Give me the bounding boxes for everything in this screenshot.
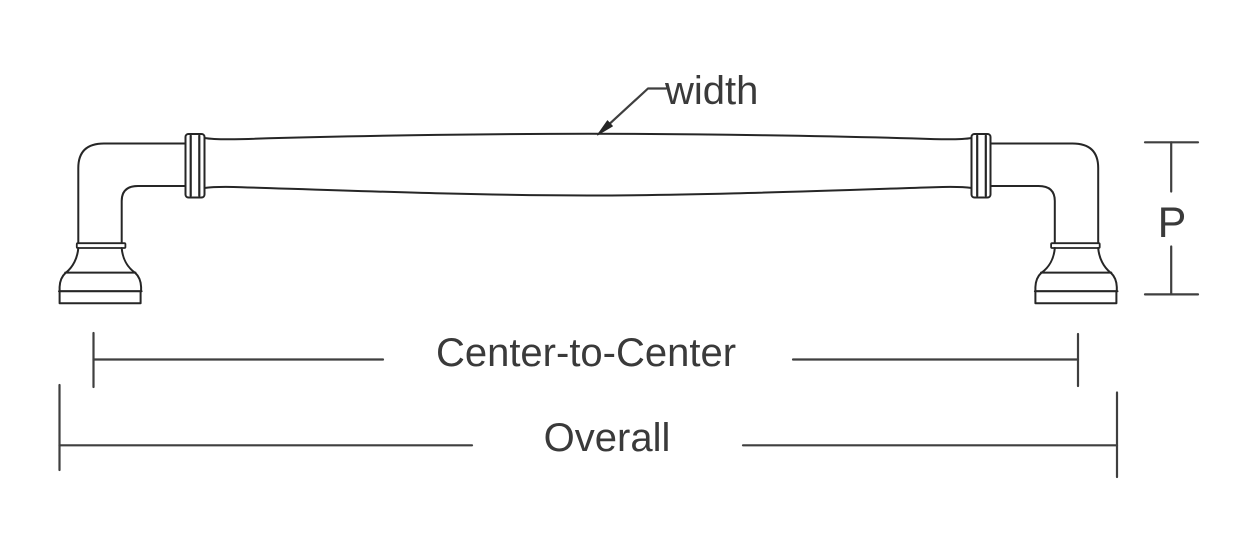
overall-dimension xyxy=(58,383,1119,479)
center-to-center-dimension xyxy=(92,331,1080,389)
right-foot xyxy=(1033,242,1119,305)
left-foot-lower-flare xyxy=(58,271,143,293)
center-to-center-label: Center-to-Center xyxy=(435,331,737,375)
right-post-outer-edge xyxy=(989,142,1100,245)
width-label: width xyxy=(665,69,759,113)
left-foot-ring xyxy=(75,242,127,249)
right-collar xyxy=(970,133,992,199)
left-post-outer-edge xyxy=(77,142,187,245)
overall-label: Overall xyxy=(543,416,671,460)
right-foot-base xyxy=(1034,290,1118,305)
projection-dimension xyxy=(1143,141,1200,296)
right-foot-ring xyxy=(1050,242,1101,249)
handle-outline xyxy=(58,132,1119,305)
right-foot-lower-flare xyxy=(1033,271,1119,293)
left-post-inner-edge xyxy=(120,185,187,245)
left-foot-base xyxy=(58,290,142,305)
dimension-lines xyxy=(58,87,1200,479)
right-foot-upper-flare xyxy=(1040,247,1113,274)
handle-bar-bottom-edge xyxy=(203,185,973,197)
projection-label: P xyxy=(1157,199,1187,247)
left-foot-upper-flare xyxy=(64,247,137,274)
width-leader-line xyxy=(597,87,668,136)
handle-bar-top-edge xyxy=(203,132,973,141)
left-foot xyxy=(58,242,143,305)
width-arrowhead-icon xyxy=(597,120,613,136)
left-collar xyxy=(184,133,206,199)
right-post-inner-edge xyxy=(989,185,1056,245)
